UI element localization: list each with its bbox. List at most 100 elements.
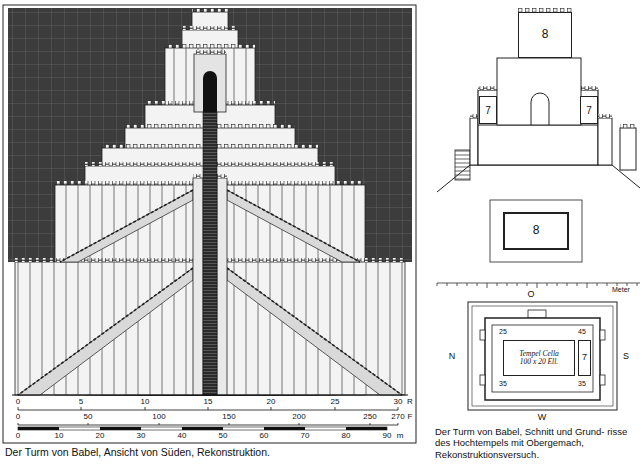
scale-segment — [18, 427, 59, 430]
gate-tower — [217, 178, 227, 395]
crenellation — [470, 114, 478, 118]
side-stairs-left — [18, 190, 193, 395]
side-stairs-right — [227, 190, 402, 395]
crenellation — [165, 44, 255, 48]
stair-steps — [227, 268, 402, 395]
side-stair — [60, 190, 193, 262]
scale-bar — [437, 283, 640, 288]
dimension-number: 45 — [578, 328, 586, 335]
scale-number: 30 — [137, 432, 146, 440]
unit-label: m — [397, 432, 404, 440]
stair-steps — [60, 190, 193, 262]
compass-letter: W — [538, 413, 547, 422]
scale-number: 60 — [260, 432, 269, 440]
crenellation — [217, 174, 227, 178]
scale-number: 10 — [141, 398, 150, 406]
buttress — [600, 330, 605, 340]
scale-segment — [264, 427, 305, 430]
temple-inner-wall — [492, 325, 593, 392]
scale-number: 25 — [331, 398, 340, 406]
compass-letter: N — [449, 352, 456, 361]
scale-number: 0 — [16, 432, 20, 440]
side-room: 7 — [578, 340, 591, 376]
dimension-number: 25 — [499, 328, 507, 335]
unit-label: Meter — [612, 286, 630, 293]
scale-number: 100 — [152, 413, 165, 421]
crenellation — [192, 8, 228, 12]
scale-number: 90 — [383, 432, 392, 440]
central-stair — [203, 112, 217, 395]
arch-opening — [531, 93, 549, 125]
room-label: Tempel Cella — [519, 350, 559, 358]
scale-number: 30 — [394, 398, 403, 406]
gate — [528, 310, 546, 318]
stair-steps — [227, 190, 360, 262]
upper-plan-outline — [490, 200, 582, 262]
scale-segment — [182, 427, 223, 430]
scale-number: 150 — [222, 413, 235, 421]
upper-chamber: 8 — [518, 12, 572, 58]
gate-tower — [193, 178, 203, 395]
scale-number: 270 — [391, 413, 404, 421]
tower-section — [620, 128, 636, 170]
side-stair — [227, 190, 360, 262]
scale-number: 10 — [55, 432, 64, 440]
side-room: 7 — [580, 96, 598, 124]
temple-plan — [485, 318, 600, 400]
temple-door — [203, 71, 217, 112]
side-room: 7 — [479, 96, 497, 124]
enclosure-wall — [468, 302, 617, 410]
room-number: 8 — [533, 224, 540, 237]
side-stair — [18, 268, 193, 395]
scale-number: 80 — [342, 432, 351, 440]
side-stair — [227, 268, 402, 395]
enclosure-wall — [472, 306, 613, 406]
scale-number: 15 — [204, 398, 213, 406]
dimension-number: 35 — [578, 380, 586, 387]
crenellation — [194, 50, 226, 54]
stair-steps — [18, 268, 193, 395]
figure-caption: Der Turm von Babel, Ansicht von Süden, R… — [5, 447, 270, 458]
drawing-frame — [3, 5, 416, 443]
buttress — [480, 375, 485, 385]
scale-number: 20 — [267, 398, 276, 406]
cella-room: Tempel Cella100 x 20 Ell. — [503, 340, 575, 376]
scale-number: 50 — [84, 413, 93, 421]
room-number: 7 — [582, 353, 587, 363]
tower-tier — [192, 12, 228, 395]
unit-label: R — [407, 398, 413, 406]
buttress — [600, 375, 605, 385]
room-number: 7 — [485, 105, 491, 116]
room-number: 7 — [586, 105, 592, 116]
crenellation — [182, 26, 238, 30]
scale-bar — [18, 427, 387, 430]
buttress — [480, 330, 485, 340]
scale-number: 5 — [79, 398, 83, 406]
scale-number: 200 — [292, 413, 305, 421]
meter-scale-bar — [18, 427, 387, 430]
unit-label: F — [408, 413, 413, 421]
scale-bar — [18, 423, 398, 425]
crenellation — [598, 114, 612, 118]
scale-number: 20 — [96, 432, 105, 440]
room-label: 100 x 20 Ell. — [520, 358, 558, 366]
figure-caption: Der Turm von Babel, Schnitt und Grund- r… — [435, 426, 640, 460]
scale-bar — [18, 407, 398, 410]
tower-section — [598, 118, 612, 165]
scale-number: 70 — [301, 432, 310, 440]
scale-number: 50 — [219, 432, 228, 440]
chamber-plan: 8 — [503, 212, 569, 250]
room-number: 8 — [542, 28, 549, 41]
wall-section — [470, 118, 478, 165]
hall-section — [497, 58, 581, 125]
ground-line — [12, 394, 408, 395]
scale-number: 0 — [16, 413, 20, 421]
scale-number: 0 — [16, 398, 20, 406]
dimension-number: 35 — [499, 380, 507, 387]
compass-letter: O — [527, 290, 534, 299]
scale-number: 40 — [178, 432, 187, 440]
stair-section — [455, 150, 470, 180]
scale-number: 250 — [363, 413, 376, 421]
